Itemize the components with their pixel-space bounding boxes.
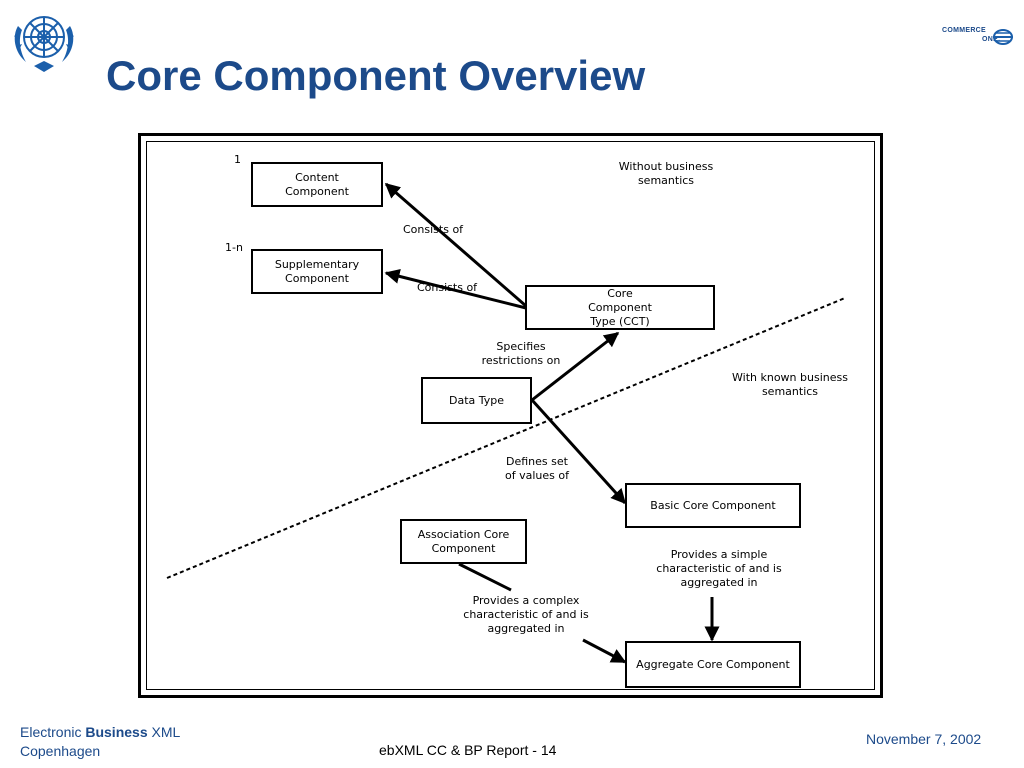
consists-of-label-2: Consists of (417, 281, 478, 294)
un-emblem-logo (8, 6, 80, 74)
data-type-box: Data Type (421, 377, 532, 424)
footer-event-label: Electronic Business XML Copenhagen (20, 723, 180, 761)
footer-left-suffix: XML (147, 724, 181, 740)
logo-text-line2: ONE. (982, 36, 1001, 43)
core-component-type-box: Core Component Type (CCT) (525, 285, 715, 330)
content-component-box: Content Component (251, 162, 383, 207)
arrow-cct-to-content (384, 182, 527, 308)
semantics-divider-line (166, 297, 846, 579)
diagram-inner-border (146, 141, 875, 690)
specifies-restrictions-label: Specifies restrictions on (481, 340, 561, 367)
arrow-association-to-aggregate-end (582, 638, 627, 664)
footer-location: Copenhagen (20, 743, 101, 759)
with-known-business-semantics-label: With known business semantics (732, 371, 848, 398)
provides-complex-label: Provides a complex characteristic of and… (463, 594, 589, 635)
arrow-association-to-aggregate-start (458, 562, 512, 592)
footer-left-bold: Business (85, 724, 148, 740)
provides-simple-label: Provides a simple characteristic of and … (656, 548, 782, 589)
supplementary-component-box: Supplementary Component (251, 249, 383, 294)
association-core-component-box: Association Core Component (400, 519, 527, 564)
consists-of-label-1: Consists of (403, 223, 464, 236)
diagram-connectors (166, 182, 846, 664)
footer-left-prefix: Electronic (20, 724, 86, 740)
arrow-datatype-to-basic (530, 398, 627, 505)
arrow-cct-to-supplementary (384, 268, 527, 310)
footer-report-label: ebXML CC & BP Report - 14 (379, 742, 557, 758)
defines-set-of-values-label: Defines set of values of (505, 455, 569, 482)
diagram-frame: Content Component Supplementary Componen… (138, 133, 883, 698)
without-business-semantics-label: Without business semantics (618, 160, 714, 187)
aggregate-core-component-box: Aggregate Core Component (625, 641, 801, 688)
footer-date: November 7, 2002 (866, 731, 982, 747)
arrow-datatype-to-cct (531, 331, 620, 402)
multiplicity-label-supplementary: 1-n (225, 241, 243, 254)
basic-core-component-box: Basic Core Component (625, 483, 801, 528)
logo-text-line1: COMMERCE (942, 27, 987, 34)
page-title: Core Component Overview (106, 52, 646, 99)
globe-icon (993, 29, 1013, 45)
multiplicity-label-content: 1 (234, 153, 241, 166)
commerce-one-logo: COMMERCE ONE. (940, 24, 1014, 50)
